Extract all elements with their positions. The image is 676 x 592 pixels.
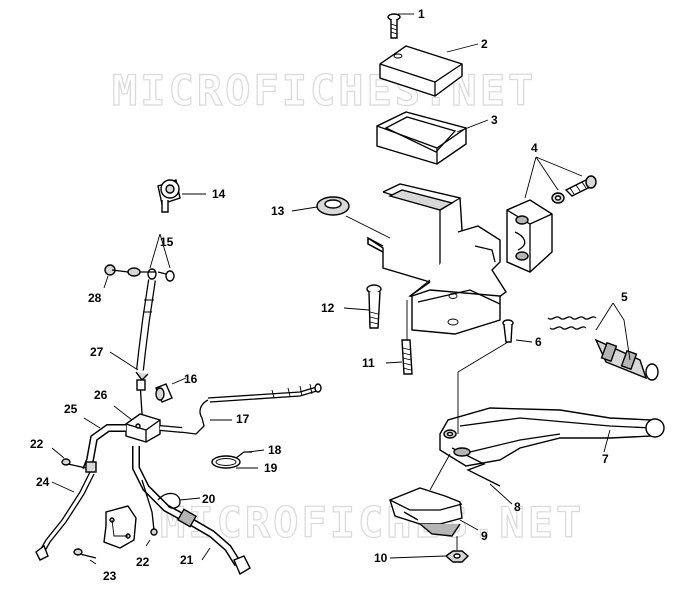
part-bolt-12 <box>366 284 382 329</box>
callout-22-lower: 22 <box>136 555 150 569</box>
part-junction-26 <box>113 379 183 443</box>
callout-9: 9 <box>481 529 488 543</box>
callout-24: 24 <box>36 475 50 489</box>
part-line-24 <box>35 471 95 561</box>
watermark-top: MICROFICHES.NET <box>112 66 536 115</box>
callout-2: 2 <box>481 37 488 51</box>
callout-4: 4 <box>531 141 538 155</box>
part-pin <box>502 319 514 343</box>
callout-8: 8 <box>514 500 521 514</box>
part-boot <box>316 196 350 216</box>
callout-20: 20 <box>202 492 216 506</box>
part-screw-22-upper <box>51 447 87 469</box>
callout-5: 5 <box>621 290 628 304</box>
callout-25: 25 <box>64 402 78 416</box>
part-master-cylinder-body <box>345 183 507 335</box>
part-brake-line-17 <box>179 383 322 435</box>
part-clamp <box>506 175 597 273</box>
part-brake-lever <box>439 341 665 467</box>
callout-3: 3 <box>491 113 498 127</box>
callout-17: 17 <box>236 412 250 426</box>
callout-28: 28 <box>88 291 102 305</box>
part-upper-hose <box>109 279 156 382</box>
callout-21: 21 <box>180 553 194 567</box>
callout-26: 26 <box>94 388 108 402</box>
callout-7: 7 <box>602 452 609 466</box>
callout-19: 19 <box>264 461 278 475</box>
callout-6: 6 <box>535 335 542 349</box>
leader-lines-right <box>291 13 631 559</box>
part-clamp-19 <box>211 449 265 469</box>
callout-12: 12 <box>321 301 335 315</box>
part-bracket <box>103 505 137 549</box>
callout-23: 23 <box>103 569 117 583</box>
part-stud-11 <box>401 300 413 375</box>
callout-15: 15 <box>160 235 174 249</box>
part-piston-spring <box>547 316 659 381</box>
callout-16: 16 <box>184 372 198 386</box>
part-clip-20 <box>157 492 201 509</box>
callout-13: 13 <box>271 204 285 218</box>
callout-10: 10 <box>374 551 388 565</box>
part-screw-28 <box>103 264 129 289</box>
watermark-bottom: MICROFICHES.NET <box>160 498 584 547</box>
callout-27: 27 <box>90 345 104 359</box>
callout-18: 18 <box>268 443 282 457</box>
part-washers-15 <box>127 233 175 282</box>
callout-14: 14 <box>212 187 226 201</box>
part-lever-spring <box>451 447 501 487</box>
part-hose-25 <box>82 417 126 473</box>
part-fitting-16 <box>155 377 187 403</box>
part-line-21 <box>132 446 251 576</box>
callout-11: 11 <box>362 356 375 370</box>
part-nut-10 <box>444 536 470 563</box>
part-screw-23 <box>73 548 97 565</box>
part-fitting-14 <box>157 179 206 213</box>
part-lever-bracket <box>389 453 463 537</box>
callout-labels: 1 2 3 4 5 6 7 8 9 10 11 12 13 14 15 16 1… <box>30 7 628 583</box>
callout-1: 1 <box>418 7 425 21</box>
callout-22-upper: 22 <box>30 437 44 451</box>
part-reservoir-cover <box>379 45 463 97</box>
part-screw-22-lower <box>141 479 158 547</box>
part-screw-1 <box>387 13 401 39</box>
part-diaphragm <box>376 111 467 165</box>
